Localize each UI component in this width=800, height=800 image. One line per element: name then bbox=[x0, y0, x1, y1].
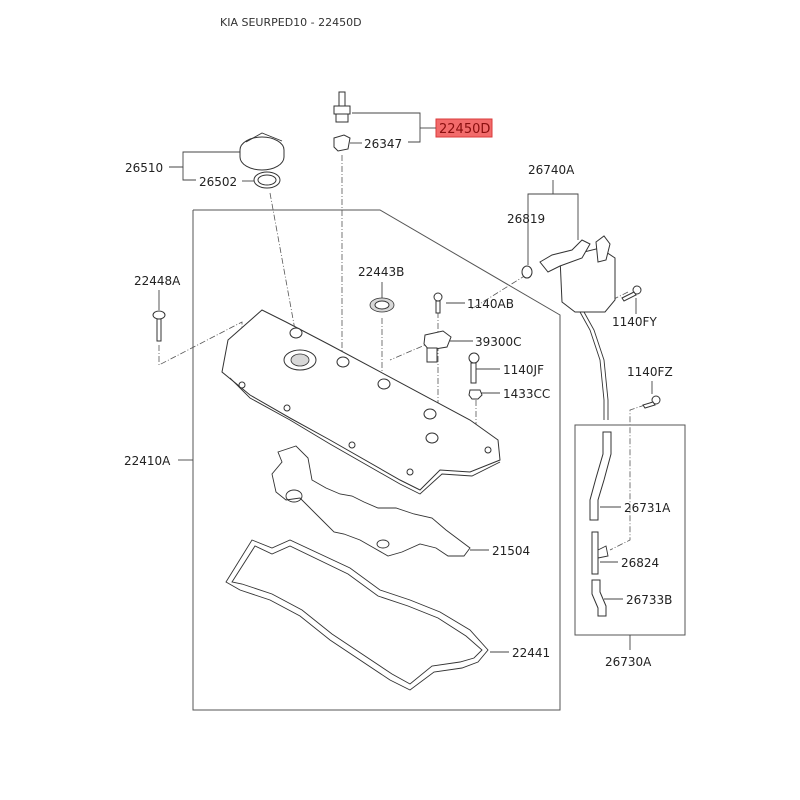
label-22448a[interactable]: 22448A bbox=[134, 274, 181, 288]
leader-26740a-b bbox=[553, 193, 579, 240]
label-26730a[interactable]: 26730A bbox=[605, 655, 652, 669]
part-39300c-sensor[interactable] bbox=[423, 330, 452, 363]
part-1140ab-bolt[interactable] bbox=[433, 292, 443, 314]
label-26347[interactable]: 26347 bbox=[364, 137, 402, 151]
part-22441-gasket[interactable] bbox=[225, 539, 489, 691]
part-1140fy-bolt[interactable] bbox=[621, 285, 642, 302]
assembly-line-26819 bbox=[469, 274, 527, 311]
gasket-hole bbox=[285, 489, 303, 503]
leader-22450d bbox=[352, 112, 421, 143]
label-22450d: 22450D bbox=[439, 122, 490, 137]
label-26819[interactable]: 26819 bbox=[507, 212, 545, 226]
label-1140jf[interactable]: 1140JF bbox=[503, 363, 544, 377]
part-21504-gasket[interactable] bbox=[271, 445, 471, 557]
part-breather-hose-upper bbox=[579, 311, 605, 420]
label-1140ab[interactable]: 1140AB bbox=[467, 297, 514, 311]
part-26733b-hose[interactable] bbox=[591, 579, 607, 617]
frame-22410a bbox=[192, 209, 561, 711]
part-22448a-bolt[interactable] bbox=[152, 310, 166, 342]
part-26502-ring[interactable] bbox=[253, 171, 281, 189]
leader-26510-b bbox=[182, 167, 196, 181]
label-26740a[interactable]: 26740A bbox=[528, 163, 575, 177]
label-26510[interactable]: 26510 bbox=[125, 161, 163, 175]
label-26824[interactable]: 26824 bbox=[621, 556, 659, 570]
part-22410a-cover[interactable] bbox=[221, 309, 501, 495]
label-21504[interactable]: 21504 bbox=[492, 544, 530, 558]
gasket-hole bbox=[376, 539, 390, 549]
label-22441[interactable]: 22441 bbox=[512, 646, 550, 660]
part-1140fz-bolt[interactable] bbox=[642, 395, 661, 409]
assembly-line-oil-cap bbox=[269, 192, 296, 331]
part-1433cc-nut[interactable] bbox=[468, 389, 483, 400]
part-26510-oil-cap[interactable] bbox=[239, 132, 285, 171]
label-1140fz[interactable]: 1140FZ bbox=[627, 365, 673, 379]
label-22443b[interactable]: 22443B bbox=[358, 265, 404, 279]
part-26824-pipe[interactable] bbox=[591, 531, 609, 575]
leader-26510 bbox=[169, 151, 245, 168]
assembly-line-39300c bbox=[389, 341, 433, 361]
label-22410a[interactable]: 22410A bbox=[124, 454, 171, 468]
part-22450d-sensor[interactable] bbox=[333, 91, 351, 123]
part-26819-ring[interactable] bbox=[521, 265, 533, 279]
leader-26740a bbox=[527, 180, 554, 265]
label-26733b[interactable]: 26733B bbox=[626, 593, 672, 607]
assembly-line-1140fz bbox=[609, 404, 646, 551]
part-26740a-separator[interactable] bbox=[539, 235, 616, 313]
page-title: KIA SEURPED10 - 22450D bbox=[220, 16, 362, 29]
part-breather-hose-upper-edge bbox=[583, 311, 609, 420]
part-label-22450d[interactable]: 22450D bbox=[435, 118, 493, 138]
label-39300c[interactable]: 39300C bbox=[475, 335, 522, 349]
part-1140jf-bolt[interactable] bbox=[468, 352, 480, 384]
label-26502[interactable]: 26502 bbox=[199, 175, 237, 189]
label-26731a[interactable]: 26731A bbox=[624, 501, 671, 515]
part-26347-seal[interactable] bbox=[333, 134, 351, 152]
label-1140fy[interactable]: 1140FY bbox=[612, 315, 657, 329]
part-22443b-seal[interactable] bbox=[369, 297, 395, 313]
part-26731a-hose[interactable] bbox=[589, 431, 612, 521]
label-1433cc[interactable]: 1433CC bbox=[503, 387, 550, 401]
